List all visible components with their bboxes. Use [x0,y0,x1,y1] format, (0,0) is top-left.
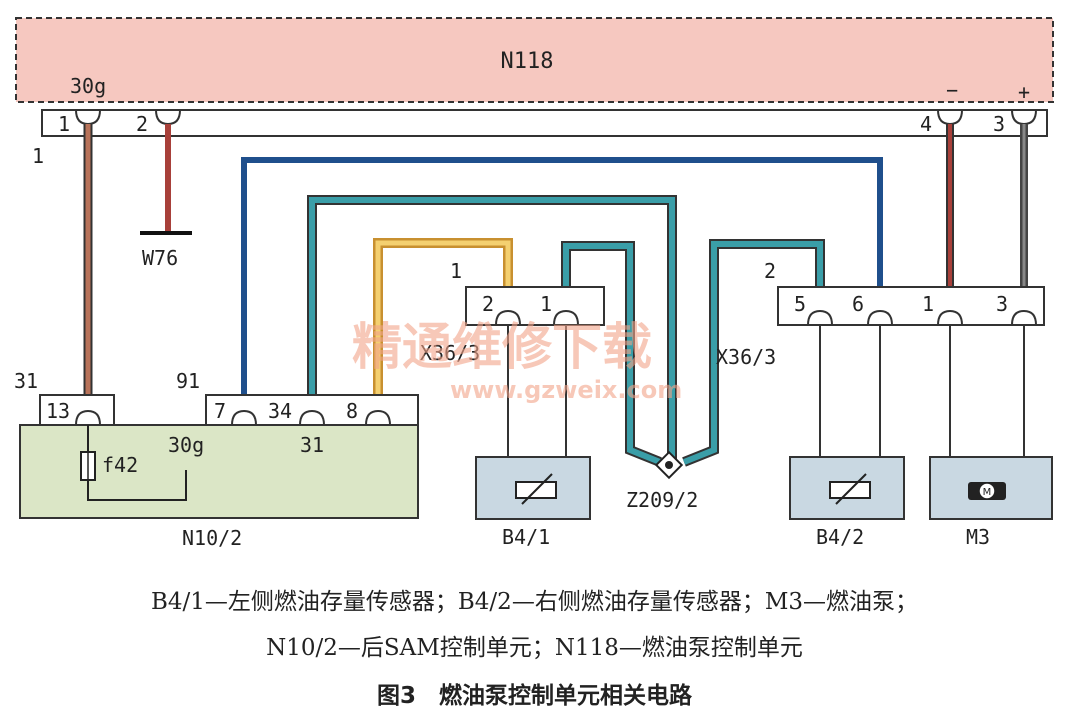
label-91: 91 [176,369,200,393]
x36-right-connector [777,286,1045,326]
x36-right-pin1: 1 [922,292,934,316]
watermark-url: www.gzweix.com [450,376,682,404]
w76-label: W76 [142,246,178,270]
x36-right-socket-3 [1011,309,1037,326]
z209-label: Z209/2 [626,488,698,512]
x36-right-socket-6 [867,309,893,326]
wire-blue [241,157,883,404]
caption-line-1: B4/1—左侧燃油存量传感器；B4/2—右侧燃油存量传感器；M3—燃油泵； [150,589,919,615]
x36-right-pin6: 6 [852,292,864,316]
label-31-bottom: 31 [300,433,324,457]
b4-2-label: B4/2 [816,525,864,549]
x36-right-label: X36/3 [716,345,776,369]
n10-2-pin34-label: 34 [268,399,292,423]
x36-left-socket-1 [553,309,579,326]
figure-title: 图3 燃油泵控制单元相关电路 [376,683,692,709]
n118-plus-label: + [1018,80,1030,104]
x36-right-pin3: 3 [996,292,1008,316]
z209-splice-dot [665,461,673,469]
n10-2-pin7-label: 7 [214,399,226,423]
n118-connector-strip [41,109,1048,137]
b4-2-variable-arrow [835,473,867,505]
m3-motor-icon [978,482,996,500]
n10-2-socket-13 [75,409,101,426]
n10-2-30g-label: 30g [168,433,204,457]
n10-2-socket-34 [299,409,325,426]
x36-left-pin2: 2 [482,292,494,316]
wire-yellow-core [375,240,511,404]
n10-2-label: N10/2 [182,526,242,550]
label-31: 31 [14,369,38,393]
x36-left-connector [465,286,605,326]
x36-right-socket-5 [807,309,833,326]
n118-module-box [15,17,1054,103]
fuse-f42-label: f42 [102,453,138,477]
n118-30g-label: 30g [70,74,106,98]
n10-2-pin8-label: 8 [346,399,358,423]
wire-teal-x36-right-core [682,241,823,465]
n10-2-module-box [19,424,419,519]
n10-2-pin13-label: 13 [46,399,70,423]
n10-2-fuse-wire-bottom [87,470,187,501]
x36-right-wire-label: 2 [764,259,776,283]
x36-left-wire-label: 1 [450,259,462,283]
m3-motor-symbol: M [983,487,992,498]
n118-pin2-label: 2 [136,112,148,136]
x36-left-label: X36/3 [420,341,480,365]
n10-2-socket-7 [231,409,257,426]
x36-right-socket-1 [937,309,963,326]
x36-left-socket-2 [495,309,521,326]
m3-label: M3 [966,525,990,549]
n118-pin3-label: 3 [993,112,1005,136]
n118-label: N118 [501,49,554,74]
x36-right-pin5: 5 [794,292,806,316]
b4-1-label: B4/1 [502,525,550,549]
x36-left-pin1: 1 [540,292,552,316]
wire-label-1-left: 1 [32,144,44,168]
n118-minus-label: − [946,78,958,102]
n10-2-socket-8 [365,409,391,426]
n118-pin4-label: 4 [920,112,932,136]
n118-pin1-label: 1 [58,112,70,136]
wire-teal-x36-left-core [563,243,662,465]
watermark-cn: 精通维修下载 [352,318,652,376]
b4-1-variable-arrow [521,473,553,505]
wire-teal-34-core [309,197,675,462]
caption-line-2: N10/2—后SAM控制单元；N118—燃油泵控制单元 [266,635,803,661]
